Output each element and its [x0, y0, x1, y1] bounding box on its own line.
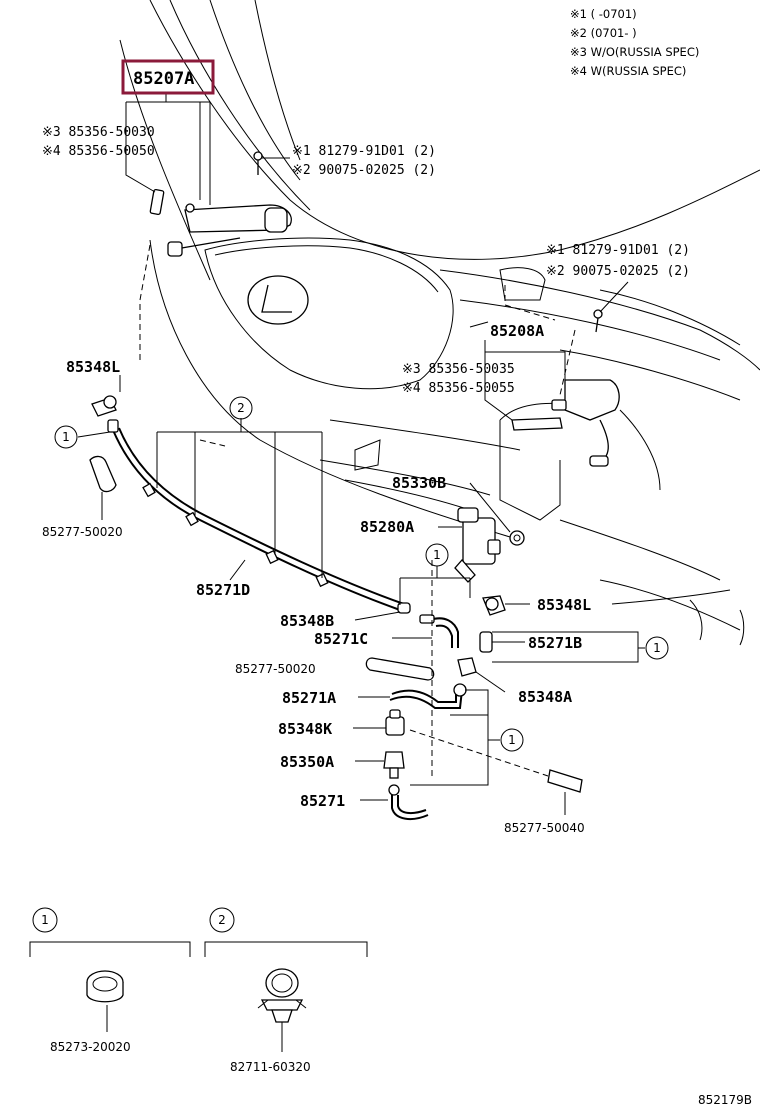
callout-1-left: 1 [54, 425, 78, 449]
label-85271A: 85271A [282, 689, 336, 707]
svg-text:2: 2 [218, 913, 226, 927]
label-85356-50050: ※4 85356-50050 [42, 144, 155, 159]
figure-id: 852179B [698, 1093, 752, 1107]
spec-notes: ※1 ( -0701) ※2 (0701- ) ※3 W/O(RUSSIA SP… [570, 7, 699, 78]
note-3: ※3 W/O(RUSSIA SPEC) [570, 45, 699, 59]
highlight-box-85207A [121, 59, 215, 95]
lexus-emblem [247, 275, 309, 325]
label-85273-20020: 85273-20020 [50, 1040, 131, 1054]
label-85356-50055: ※4 85356-50055 [402, 381, 515, 396]
legend-callout-2: 2 [209, 907, 235, 933]
label-85348L-left: 85348L [66, 358, 120, 376]
label-85356-50035: ※3 85356-50035 [402, 362, 515, 377]
callout-1-right: 1 [645, 636, 669, 660]
svg-text:1: 1 [508, 733, 516, 747]
sleeve-85277-50020-left [89, 455, 117, 493]
legend-callout-1: 1 [32, 907, 58, 933]
callout-1-lower: 1 [500, 728, 524, 752]
svg-text:1: 1 [653, 641, 661, 655]
label-90075-right: ※2 90075-02025 (2) [546, 264, 690, 279]
label-85271C: 85271C [314, 630, 368, 648]
label-81279-right: ※1 81279-91D01 (2) [546, 243, 690, 258]
clamp-82711-60320 [257, 968, 307, 1023]
label-85330B: 85330B [392, 474, 446, 492]
connector-85348L-left [91, 395, 119, 433]
label-85348A: 85348A [518, 688, 572, 706]
label-85277-50020-left: 85277-50020 [42, 525, 123, 539]
note-1: ※1 ( -0701) [570, 7, 637, 21]
label-85280A: 85280A [360, 518, 414, 536]
label-85208A: 85208A [490, 322, 544, 340]
label-85271B: 85271B [528, 634, 582, 652]
label-81279-top: ※1 81279-91D01 (2) [292, 144, 436, 159]
nozzle-assembly-right [504, 285, 620, 467]
callout-1-center: 1 [425, 543, 449, 567]
label-85277-50020-mid: 85277-50020 [235, 662, 316, 676]
label-85348B: 85348B [280, 612, 334, 630]
clip-85273-20020 [86, 970, 124, 1003]
label-85348K: 85348K [278, 720, 332, 738]
note-4: ※4 W(RUSSIA SPEC) [570, 64, 686, 78]
center-hose-pieces [199, 439, 583, 821]
washer-pump [454, 507, 525, 583]
label-85350A: 85350A [280, 753, 334, 771]
part-labels: 85207A ※3 85356-50030 ※4 85356-50050 ※1 … [42, 69, 690, 1074]
label-82711-60320: 82711-60320 [230, 1060, 311, 1074]
hose-85271D [112, 427, 411, 614]
svg-text:1: 1 [433, 548, 441, 562]
label-85356-50030: ※3 85356-50030 [42, 125, 155, 140]
label-85271: 85271 [300, 792, 345, 810]
vehicle-body-outline [119, 0, 760, 646]
svg-text:2: 2 [237, 401, 245, 415]
svg-text:1: 1 [62, 430, 70, 444]
label-90075-top: ※2 90075-02025 (2) [292, 163, 436, 178]
label-85277-50040: 85277-50040 [504, 821, 585, 835]
svg-text:1: 1 [41, 913, 49, 927]
nozzle-assembly-left [149, 151, 292, 257]
label-85271D: 85271D [196, 581, 250, 599]
callout-markers: 1 2 1 1 1 1 2 [32, 396, 669, 933]
note-2: ※2 (0701- ) [570, 26, 637, 40]
label-85207A: 85207A [133, 69, 194, 89]
label-85348L-right: 85348L [537, 596, 591, 614]
leader-lines [29, 92, 731, 1052]
callout-2-hose: 2 [229, 396, 253, 420]
